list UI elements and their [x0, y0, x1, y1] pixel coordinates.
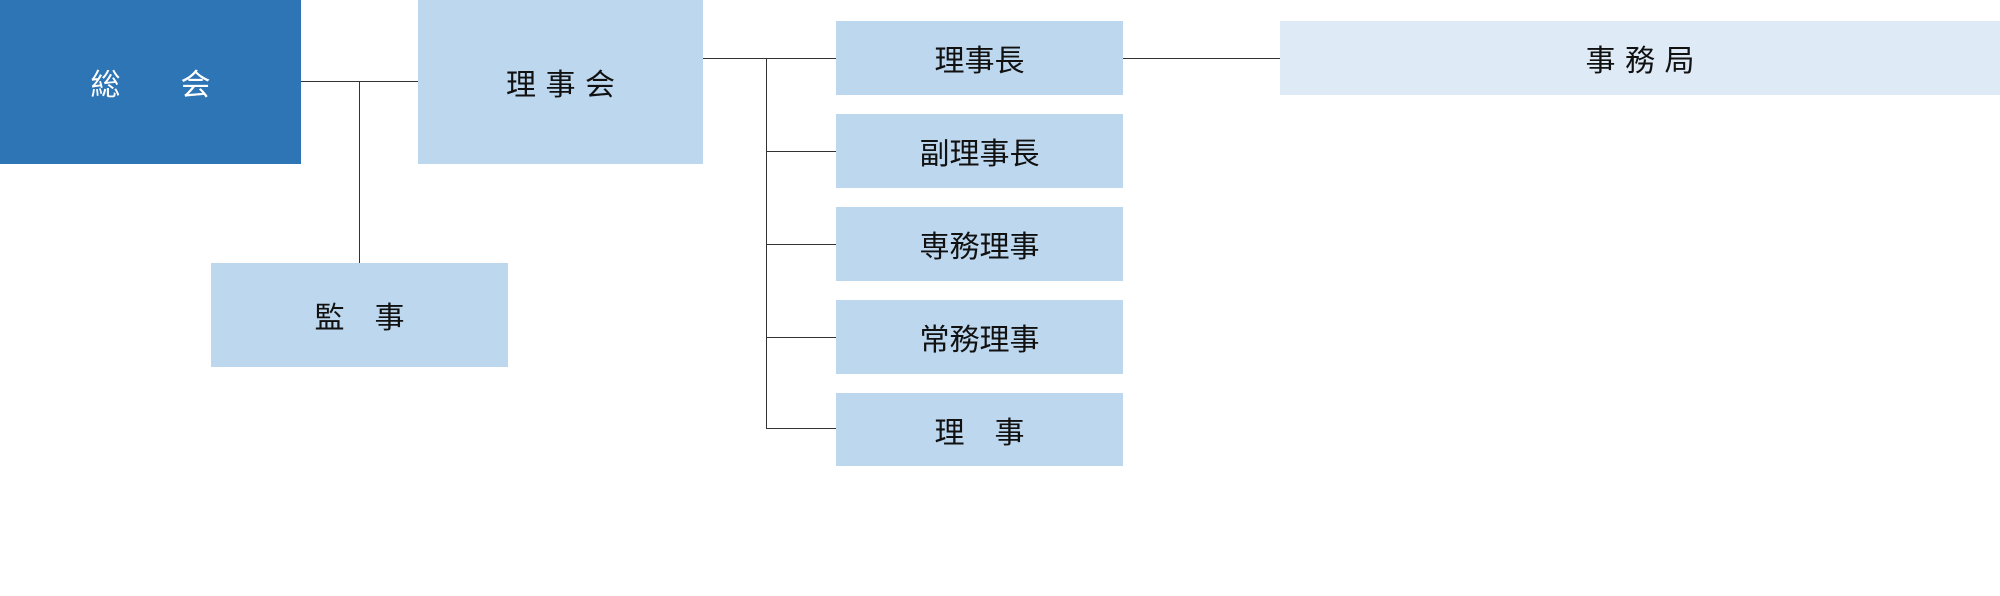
connector-to-auditor [359, 81, 360, 263]
chairman-box: 理事長 [836, 21, 1123, 95]
connector-board-officers [703, 58, 836, 59]
vice-chairman-box: 副理事長 [836, 114, 1123, 188]
auditor-box: 監 事 [211, 263, 508, 367]
connector-officers-trunk [766, 58, 767, 429]
connector-managing-director [766, 337, 836, 338]
managing-director-box: 常務理事 [836, 300, 1123, 374]
general-assembly-box: 総 会 [0, 0, 301, 164]
board-box: 理 事 会 [418, 0, 703, 164]
connector-director [766, 428, 836, 429]
connector-executive-director [766, 244, 836, 245]
connector-chairman-secretariat [1123, 58, 1280, 59]
executive-director-box: 専務理事 [836, 207, 1123, 281]
secretariat-box: 事 務 局 [1280, 21, 2000, 95]
director-box: 理 事 [836, 393, 1123, 466]
connector-vice-chairman [766, 151, 836, 152]
